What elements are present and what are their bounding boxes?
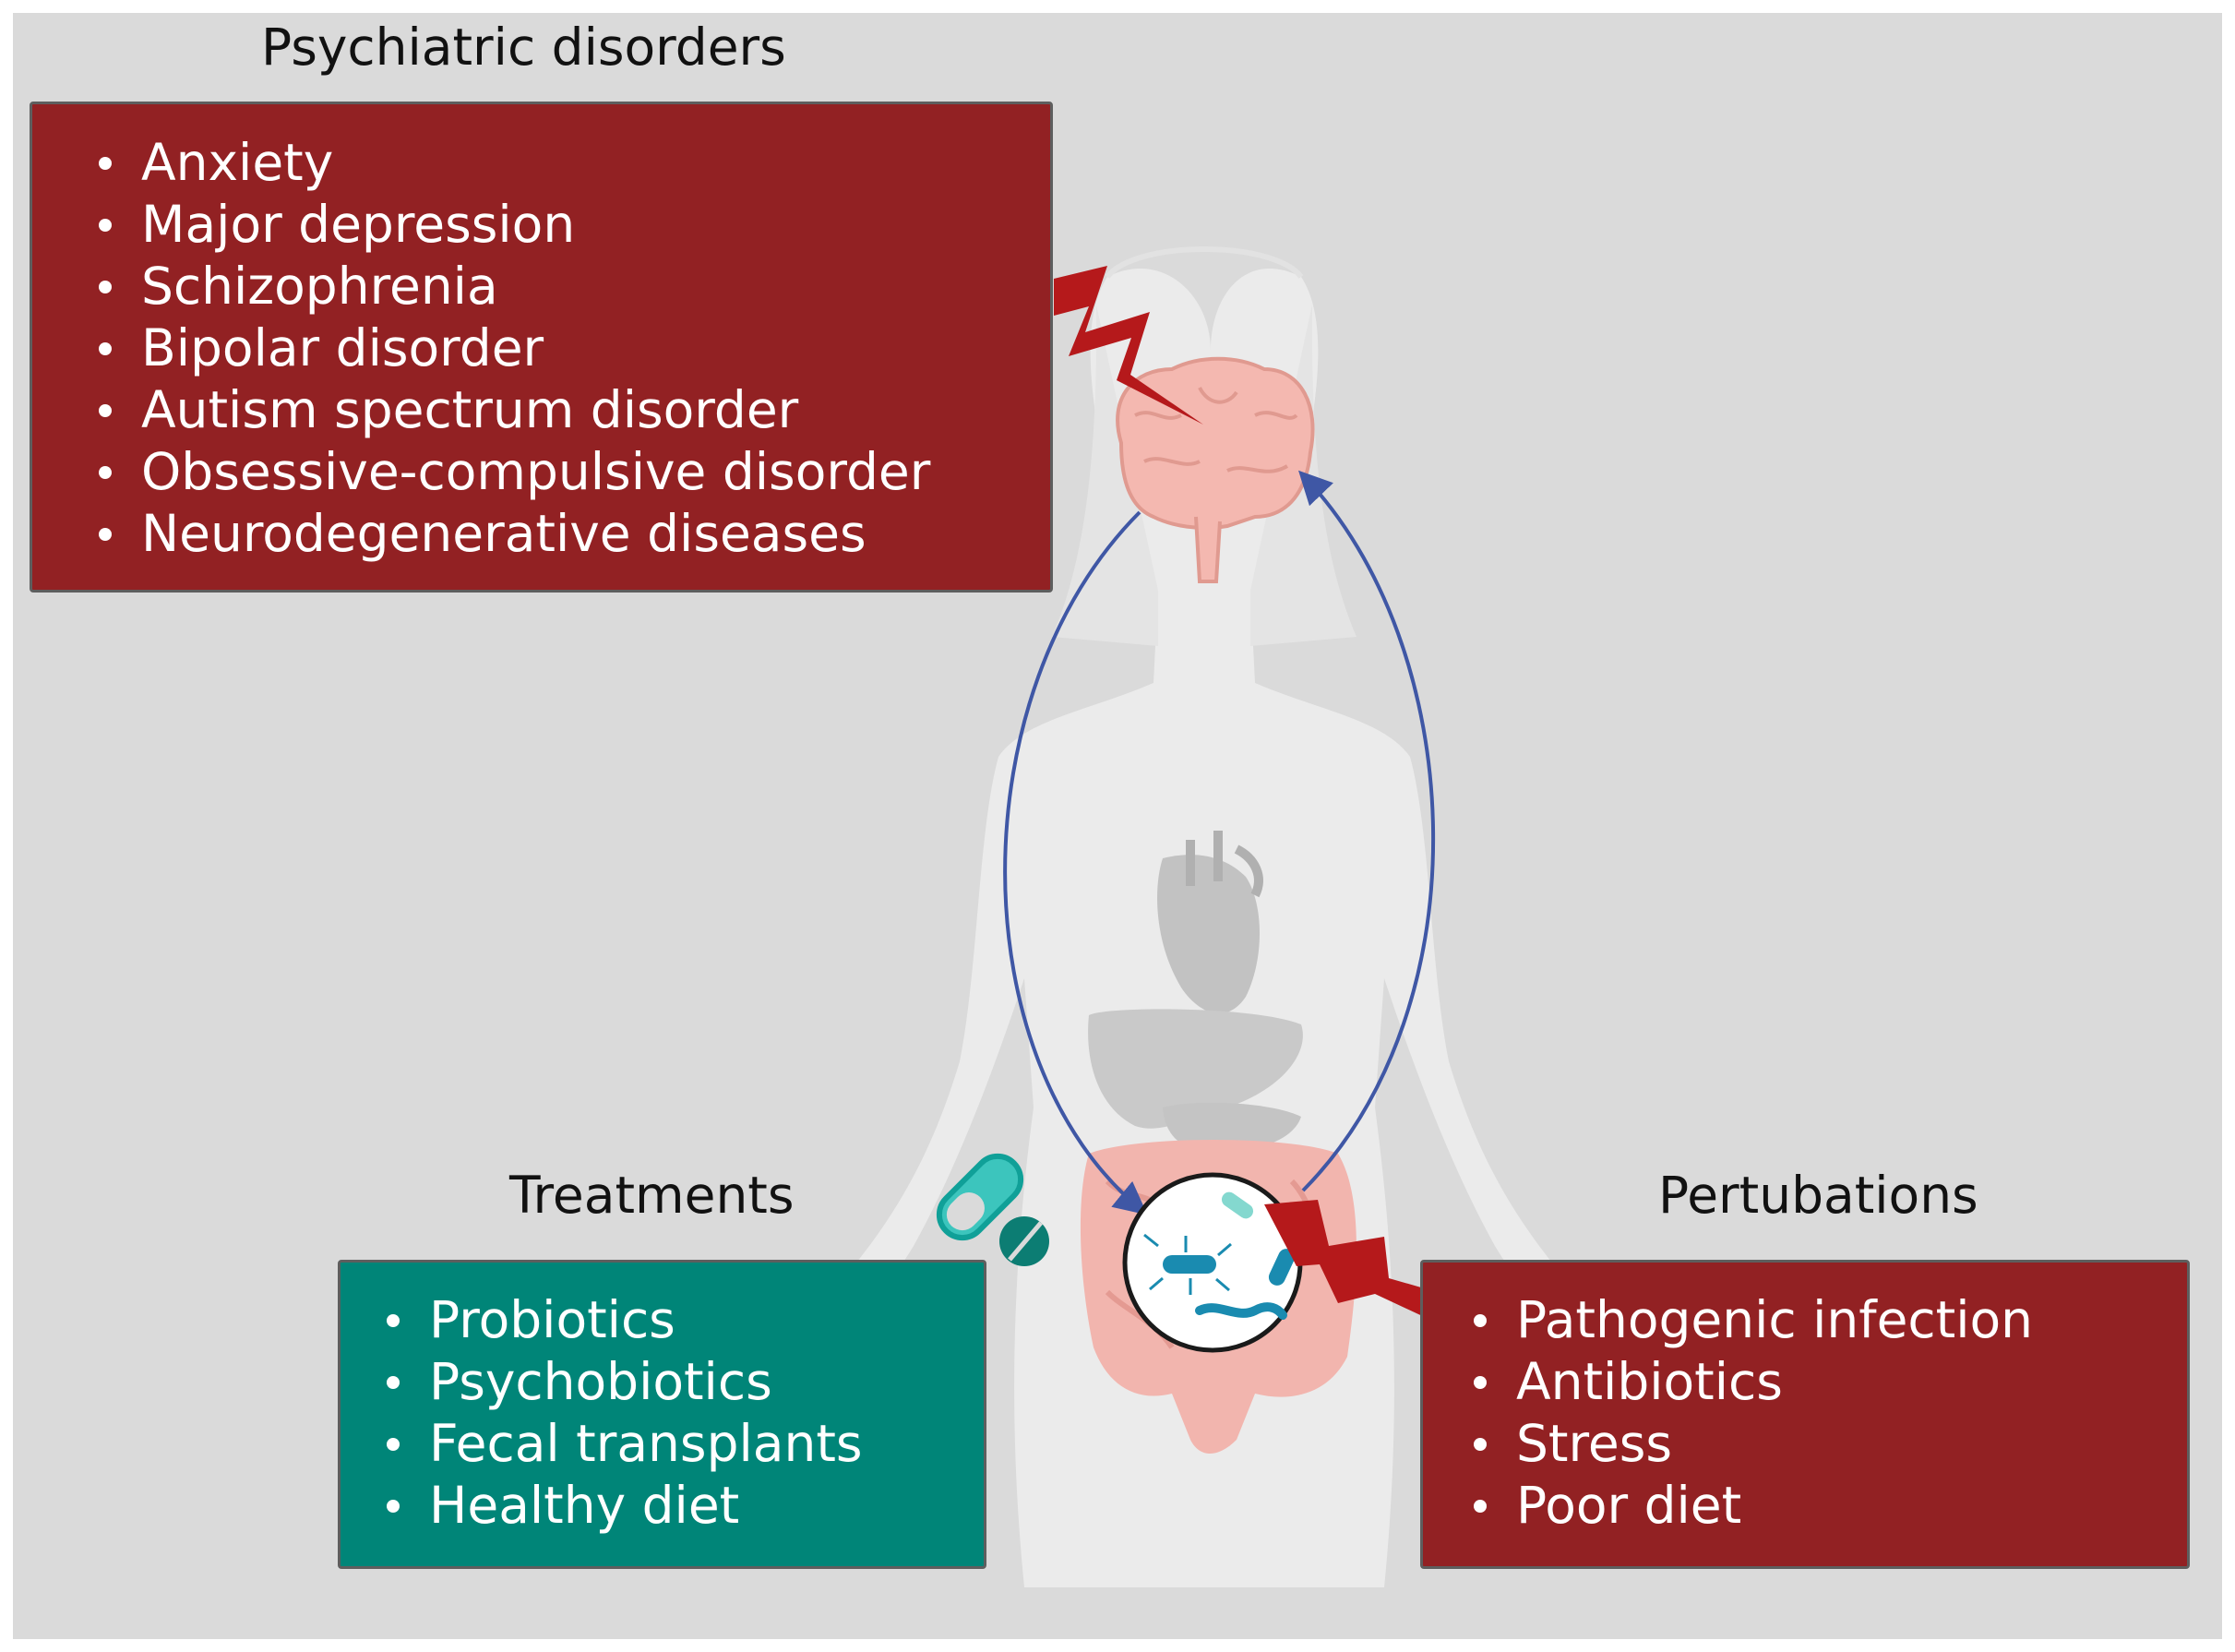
bullet xyxy=(387,1314,400,1327)
bullet xyxy=(99,466,112,479)
bullet xyxy=(99,219,112,232)
body-outline xyxy=(1105,246,1304,279)
gut-microbiome-circle-icon xyxy=(1122,1172,1303,1353)
bullet xyxy=(1474,1376,1487,1389)
psychiatric-disorders-box xyxy=(30,102,1053,593)
lightning-bolt-icon xyxy=(1264,1200,1430,1320)
brain-to-gut-arrow xyxy=(1298,470,1436,1192)
bullet xyxy=(387,1376,400,1389)
bullet xyxy=(99,404,112,417)
perturbations-heading: Pertubations xyxy=(1658,1166,1978,1225)
bullet xyxy=(99,528,112,541)
treatments-heading: Treatments xyxy=(509,1166,795,1225)
heart-icon xyxy=(1157,831,1263,1014)
treatments-box xyxy=(338,1260,986,1569)
bullet xyxy=(1474,1314,1487,1327)
tablet-icon xyxy=(999,1216,1049,1266)
bullet xyxy=(387,1500,400,1513)
stomach-icon xyxy=(1163,1102,1301,1153)
bullet xyxy=(99,157,112,170)
bullet xyxy=(1474,1500,1487,1513)
bullet xyxy=(1474,1438,1487,1451)
perturbations-box xyxy=(1420,1260,2190,1569)
liver-icon xyxy=(1088,1009,1303,1129)
bullet xyxy=(387,1438,400,1451)
bullet xyxy=(99,281,112,293)
pill-capsule-icon xyxy=(936,1153,1024,1241)
psychiatric-disorders-heading: Psychiatric disorders xyxy=(261,18,786,77)
bullet xyxy=(99,342,112,355)
lightning-bolt-icon xyxy=(1054,266,1203,425)
gut-to-brain-arrow xyxy=(1003,510,1148,1215)
